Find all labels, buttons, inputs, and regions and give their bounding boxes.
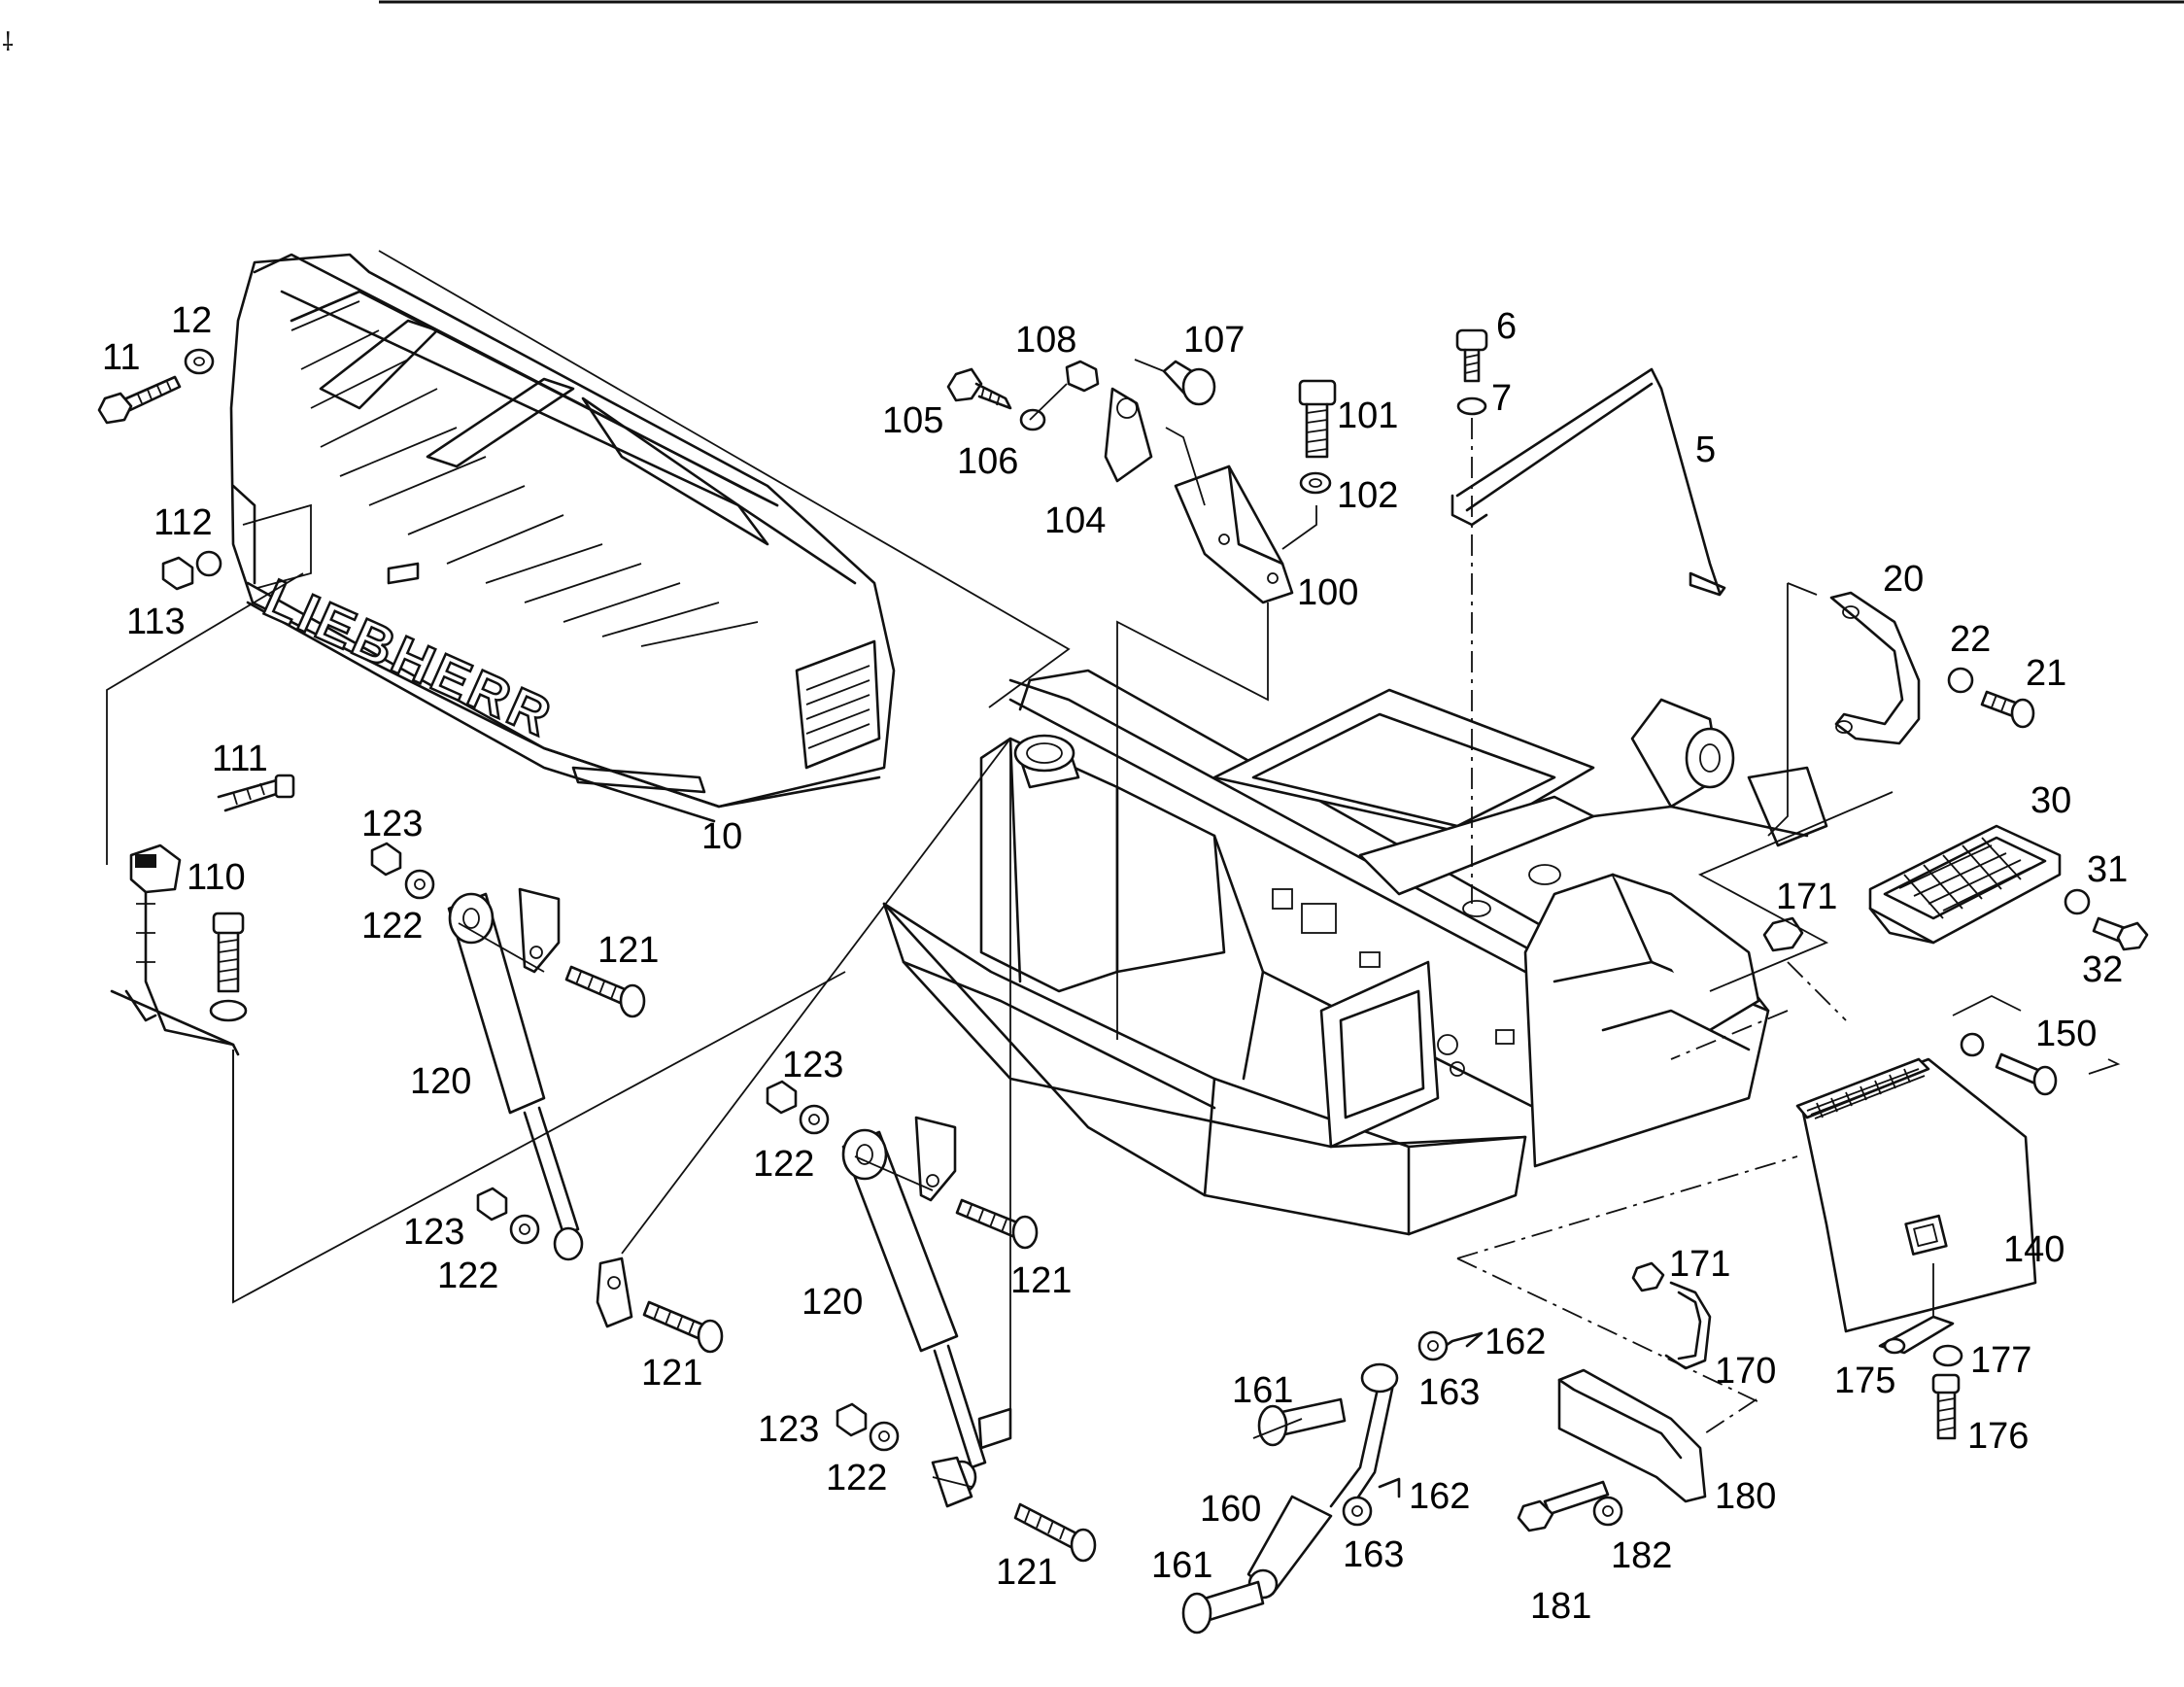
- callout-labels: 5 6 7 10 11 12 20 21 22 30 31 32 100 101…: [102, 300, 2128, 1627]
- callout-113: 113: [126, 602, 186, 642]
- callout-177: 177: [1970, 1340, 2031, 1381]
- callout-122-b: 122: [437, 1256, 498, 1296]
- callout-163-b: 163: [1343, 1534, 1404, 1575]
- callout-163-a: 163: [1418, 1372, 1480, 1413]
- callout-170: 170: [1715, 1351, 1776, 1392]
- callout-121-d: 121: [996, 1552, 1057, 1593]
- callout-106: 106: [957, 441, 1018, 482]
- callout-171-b: 171: [1669, 1244, 1730, 1285]
- callout-120-middle: 120: [802, 1282, 863, 1323]
- callout-123-d: 123: [758, 1409, 819, 1450]
- callout-32: 32: [2082, 949, 2123, 990]
- callout-182: 182: [1611, 1535, 1672, 1576]
- callout-112: 112: [154, 502, 213, 543]
- gas-spring-160: [1181, 1330, 1484, 1635]
- bolt-11: [97, 375, 182, 425]
- callout-7: 7: [1491, 378, 1512, 419]
- latch-110: [110, 774, 295, 1056]
- callout-171-a: 171: [1776, 877, 1837, 917]
- washer-12: [184, 348, 215, 375]
- callout-100: 100: [1297, 572, 1358, 613]
- callout-22: 22: [1950, 619, 1991, 660]
- callout-104: 104: [1044, 500, 1106, 541]
- corner-mark: ⸸: [2, 27, 14, 56]
- callout-160: 160: [1200, 1489, 1261, 1530]
- handle-20: [1829, 591, 2035, 745]
- step-30: [1868, 824, 2149, 951]
- callout-5: 5: [1695, 430, 1716, 470]
- part-5-handle: [1450, 367, 1726, 597]
- gas-spring-120-left: [370, 842, 724, 1354]
- callout-30: 30: [2030, 780, 2071, 821]
- callout-162-a: 162: [1484, 1322, 1546, 1362]
- callout-150: 150: [2035, 1014, 2097, 1054]
- callout-107: 107: [1183, 320, 1245, 361]
- plate-180: [1517, 1368, 1707, 1532]
- callout-105: 105: [882, 400, 943, 441]
- callout-111: 111: [212, 739, 268, 779]
- callout-123-a: 123: [361, 804, 423, 844]
- engine-hood: LIEBHERR: [229, 253, 896, 823]
- callout-110: 110: [187, 857, 246, 898]
- callout-12: 12: [171, 300, 212, 341]
- callout-175: 175: [1834, 1360, 1895, 1401]
- callout-123-b: 123: [403, 1212, 464, 1253]
- callout-6: 6: [1496, 306, 1517, 347]
- callout-11: 11: [102, 337, 140, 378]
- assembly-leaders: [106, 250, 2121, 1488]
- callout-101: 101: [1337, 396, 1398, 436]
- callout-122-c: 122: [753, 1144, 814, 1185]
- callout-108: 108: [1015, 320, 1076, 361]
- callout-120-left: 120: [410, 1061, 471, 1102]
- callout-31: 31: [2087, 849, 2128, 890]
- main-frame: [882, 669, 1828, 1236]
- bracket-100-assembly: [946, 359, 1337, 604]
- callout-140: 140: [2003, 1229, 2065, 1270]
- callout-121-a: 121: [597, 930, 659, 971]
- callout-102: 102: [1337, 475, 1398, 516]
- callout-10: 10: [701, 816, 742, 857]
- bolt-6: [1455, 328, 1488, 416]
- callout-161-b: 161: [1151, 1545, 1212, 1586]
- nut-113-washer-112: [161, 550, 222, 591]
- callout-180: 180: [1715, 1476, 1776, 1517]
- callout-122-a: 122: [361, 906, 423, 947]
- callout-121-c: 121: [1010, 1260, 1072, 1301]
- callout-176: 176: [1967, 1416, 2029, 1457]
- callout-181: 181: [1530, 1586, 1591, 1627]
- gas-spring-120-middle: [766, 1080, 1097, 1563]
- callout-161-a: 161: [1232, 1370, 1293, 1411]
- callout-123-c: 123: [782, 1045, 843, 1085]
- callout-21: 21: [2026, 653, 2066, 694]
- callout-121-b: 121: [641, 1353, 702, 1394]
- callout-20: 20: [1883, 559, 1924, 600]
- u-bolt-170: [1631, 1261, 1712, 1370]
- callout-162-b: 162: [1409, 1476, 1470, 1517]
- callout-122-d: 122: [826, 1458, 887, 1498]
- cover-140: [1795, 1032, 2058, 1440]
